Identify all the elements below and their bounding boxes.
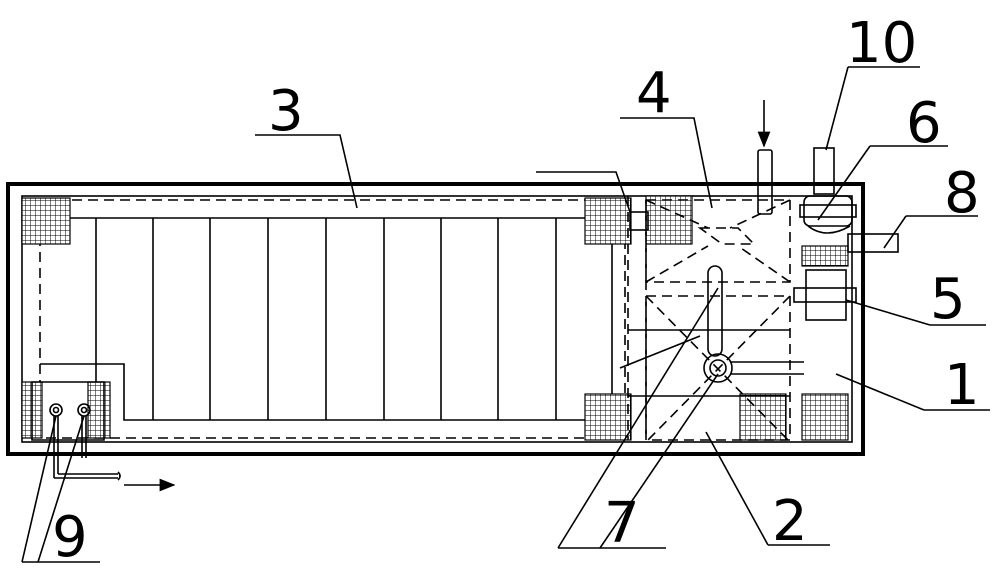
inner-housing: [21, 195, 853, 443]
label-7: 7: [604, 491, 640, 556]
label-4: 4: [636, 61, 672, 126]
grid-block-bottom-left-b: [87, 381, 111, 439]
label-6: 6: [906, 91, 942, 156]
label-3: 3: [268, 79, 304, 144]
connector-pipe: [629, 211, 649, 231]
grid-block-right: [801, 245, 849, 267]
label-10: 10: [846, 11, 917, 76]
grid-block-top-left: [21, 197, 71, 245]
label-8: 8: [944, 161, 980, 226]
inner-channel-wall: [40, 217, 613, 421]
grid-block-bottom-mid: [584, 393, 632, 441]
outlet-box: [31, 381, 176, 492]
label-1: 1: [944, 353, 980, 418]
central-pump: [703, 265, 804, 383]
motor-assembly: [793, 147, 899, 321]
label-5: 5: [930, 267, 966, 332]
outer-housing: [6, 182, 865, 456]
leader-lines: [21, 66, 990, 563]
grid-block-bottom-right-a: [739, 393, 787, 441]
baffle-plates: [95, 218, 557, 420]
inlet-pipe: [757, 100, 773, 215]
label-9: 9: [52, 505, 88, 570]
right-section: [627, 196, 791, 441]
label-2: 2: [772, 489, 808, 554]
main-channel-outline: [39, 199, 626, 439]
grid-block-bottom-right-b: [801, 393, 849, 441]
grid-block-top-mid: [584, 197, 632, 245]
